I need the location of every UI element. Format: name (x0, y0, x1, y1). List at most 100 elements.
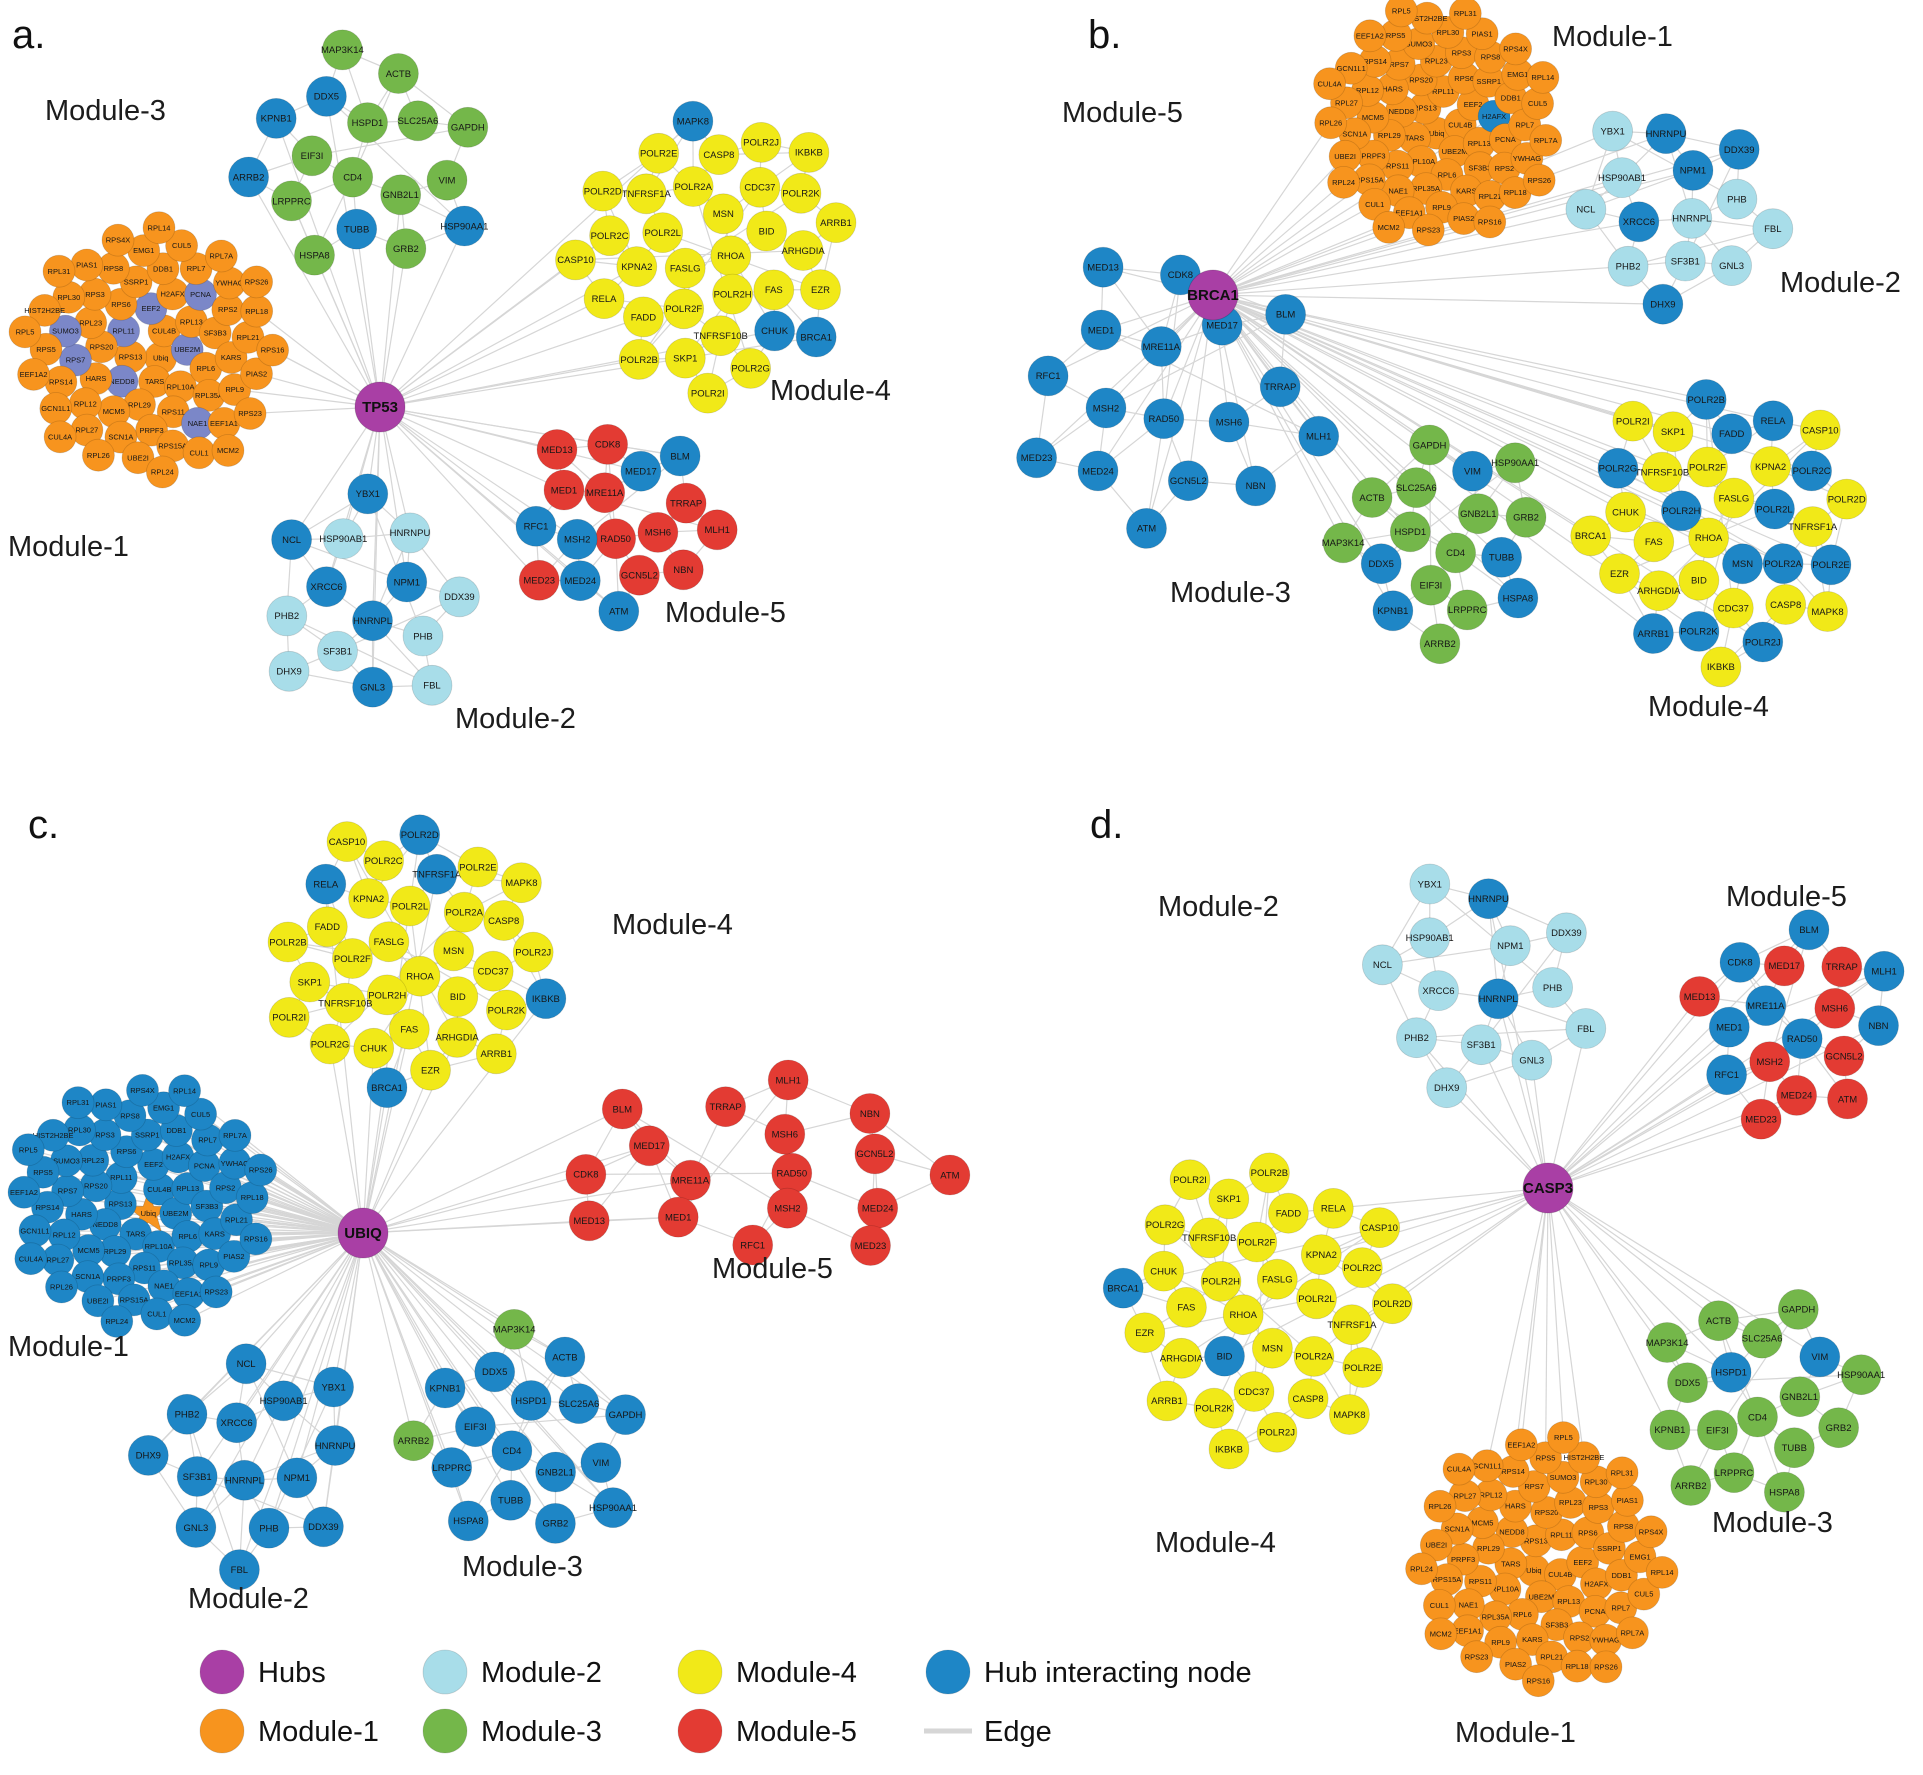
node-KPNB1[interactable] (424, 1367, 466, 1409)
node-POLR2D[interactable] (1826, 478, 1868, 520)
node-CASP8[interactable] (1765, 584, 1807, 625)
node-POLR2B[interactable] (267, 921, 309, 963)
node-MAP3K14[interactable] (493, 1309, 535, 1350)
node-LRPPRC[interactable] (1446, 589, 1488, 631)
node-YBX1[interactable] (1592, 110, 1633, 152)
node-GNB2L1[interactable] (1779, 1376, 1821, 1418)
node-BID[interactable] (1204, 1335, 1245, 1377)
node-KPNB1[interactable] (1649, 1409, 1691, 1451)
node-PHB[interactable] (1716, 178, 1758, 220)
node-RPS4X[interactable] (1634, 1515, 1668, 1549)
node-HSPA8[interactable] (1764, 1471, 1805, 1513)
node-MLH1[interactable] (767, 1059, 809, 1101)
node-RPL26[interactable] (1423, 1489, 1457, 1523)
node-CUL4A[interactable] (43, 420, 77, 454)
node-POLR2H[interactable] (366, 974, 408, 1016)
node-MED24[interactable] (559, 560, 601, 602)
node-GAPDH[interactable] (1409, 424, 1450, 466)
node-DDX5[interactable] (474, 1351, 516, 1393)
node-POLR2A[interactable] (1762, 543, 1804, 584)
node-HNRNPL[interactable] (223, 1459, 265, 1501)
node-NBN[interactable] (849, 1093, 891, 1134)
node-ATM[interactable] (929, 1154, 971, 1196)
node-VIM[interactable] (1799, 1336, 1841, 1378)
node-RPS26[interactable] (1589, 1650, 1623, 1684)
node-DDX39[interactable] (1546, 912, 1587, 954)
node-POLR2H[interactable] (1200, 1261, 1242, 1302)
node-EZR[interactable] (410, 1049, 451, 1091)
node-BLM[interactable] (601, 1088, 643, 1130)
node-CDC37[interactable] (1233, 1371, 1275, 1412)
node-RPS16[interactable] (239, 1222, 273, 1256)
node-CASP10[interactable] (1359, 1207, 1401, 1248)
node-GNB2L1[interactable] (1457, 493, 1499, 535)
node-HIST2H2BE[interactable] (28, 293, 62, 327)
node-RFC1[interactable] (1706, 1054, 1747, 1096)
node-RPL26[interactable] (45, 1270, 78, 1304)
node-POLR2C[interactable] (1791, 450, 1832, 492)
node-MSH2[interactable] (1085, 387, 1127, 429)
node-MAP3K14[interactable] (1322, 522, 1364, 564)
node-POLR2J[interactable] (1742, 621, 1784, 663)
node-HNRNPU[interactable] (1645, 113, 1687, 155)
node-EZR[interactable] (1599, 553, 1640, 594)
node-MSH6[interactable] (1208, 401, 1250, 443)
node-HSPA8[interactable] (1497, 577, 1539, 619)
node-CHUK[interactable] (1605, 491, 1646, 533)
node-POLR2L[interactable] (1296, 1278, 1337, 1320)
node-CUL5[interactable] (184, 1097, 218, 1131)
node-RPL31[interactable] (61, 1086, 95, 1119)
node-FBL[interactable] (1565, 1008, 1607, 1049)
node-VIM[interactable] (580, 1442, 622, 1483)
node-RPL7A[interactable] (1529, 123, 1563, 157)
node-EEF1A2[interactable] (1353, 19, 1387, 53)
node-RPS26[interactable] (240, 265, 274, 299)
node-NPM1[interactable] (1672, 149, 1714, 191)
node-ARRB1[interactable] (1146, 1380, 1188, 1422)
node-RPL31[interactable] (1605, 1456, 1639, 1490)
node-POLR2K[interactable] (1678, 611, 1720, 652)
node-MSH2[interactable] (767, 1187, 808, 1229)
node-DDX5[interactable] (1360, 543, 1402, 585)
node-POLR2A[interactable] (443, 891, 485, 933)
node-UBE2I[interactable] (121, 441, 155, 475)
node-POLR2G[interactable] (309, 1023, 351, 1065)
node-NCL[interactable] (1362, 944, 1403, 986)
node-MSN[interactable] (702, 193, 744, 235)
node-POLR2H[interactable] (1661, 490, 1702, 532)
node-POLR2D[interactable] (582, 170, 624, 212)
node-FADD[interactable] (1268, 1192, 1309, 1234)
node-ATM[interactable] (598, 590, 640, 632)
node-ARHGDIA[interactable] (1161, 1337, 1202, 1379)
node-HIST2H2BE[interactable] (1567, 1441, 1601, 1474)
node-MED24[interactable] (1776, 1075, 1817, 1116)
node-HSP90AB1[interactable] (1409, 917, 1451, 959)
node-CDC37[interactable] (739, 166, 781, 208)
node-RELA[interactable] (1312, 1188, 1354, 1229)
node-TUBB[interactable] (1773, 1427, 1815, 1469)
node-VIM[interactable] (1452, 450, 1493, 492)
node-SF3B1[interactable] (317, 630, 358, 672)
node-POLR2A[interactable] (1293, 1336, 1335, 1377)
node-MAPK8[interactable] (501, 862, 542, 904)
node-EIF3I[interactable] (1697, 1409, 1738, 1451)
node-CASP8[interactable] (698, 134, 740, 176)
node-ARRB1[interactable] (1633, 613, 1674, 654)
node-POLR2K[interactable] (485, 989, 527, 1031)
node-KPNA2[interactable] (1750, 446, 1791, 487)
node-POLR2B[interactable] (1249, 1152, 1290, 1194)
node-CD4[interactable] (1737, 1396, 1778, 1438)
node-LRPPRC[interactable] (1713, 1452, 1755, 1493)
node-CASP10[interactable] (555, 239, 596, 281)
node-FAS[interactable] (388, 1008, 430, 1050)
node-MCM2[interactable] (211, 434, 245, 467)
node-RPS23[interactable] (199, 1275, 233, 1309)
node-HSP90AB1[interactable] (322, 518, 364, 559)
node-TNFRSF1A[interactable] (625, 173, 667, 215)
node-RPL14[interactable] (168, 1074, 202, 1108)
node-RPL14[interactable] (142, 211, 176, 245)
node-ARHGDIA[interactable] (1638, 570, 1680, 612)
node-MSH6[interactable] (764, 1113, 806, 1155)
node-POLR2K[interactable] (780, 172, 822, 214)
node-RPS4X[interactable] (126, 1074, 159, 1107)
